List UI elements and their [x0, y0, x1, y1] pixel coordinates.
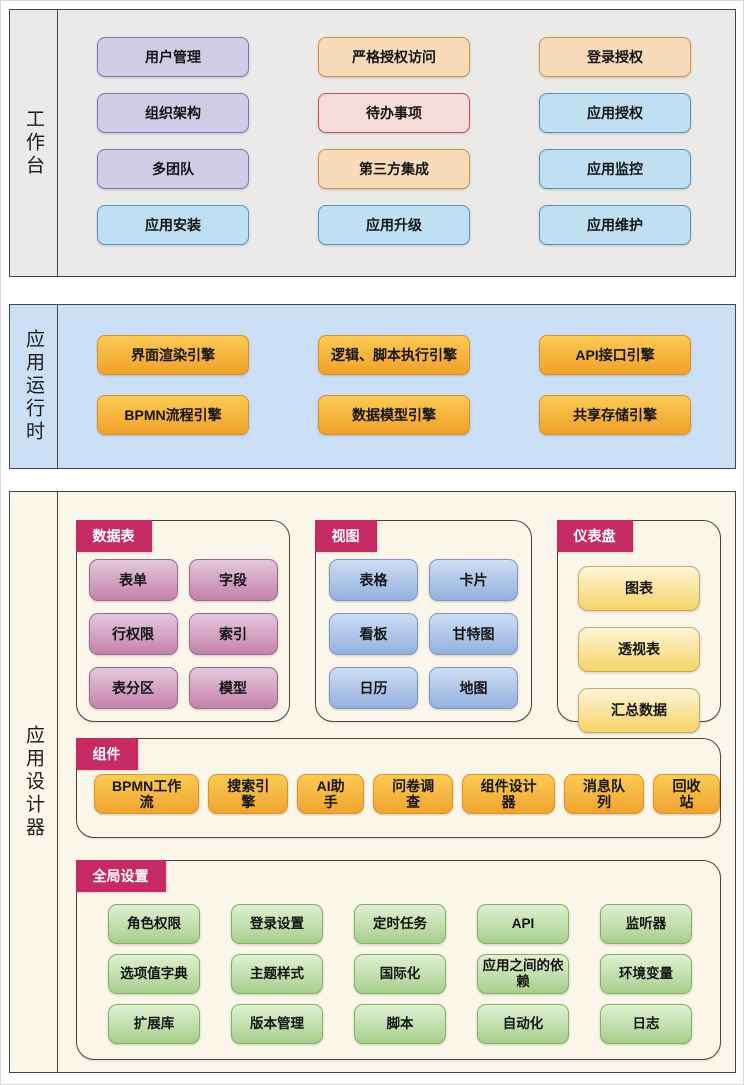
- global-setting-node[interactable]: 环境变量: [600, 954, 692, 994]
- view-grid: 表格 卡片 看板 甘特图 日历 地图: [316, 521, 531, 709]
- workbench-node[interactable]: 应用监控: [539, 149, 691, 189]
- view-node[interactable]: 表格: [329, 559, 418, 601]
- global-setting-node[interactable]: 脚本: [354, 1004, 446, 1044]
- workbench-node[interactable]: 严格授权访问: [318, 37, 470, 77]
- data-table-grid: 表单 字段 行权限 索引 表分区 模型: [77, 521, 289, 709]
- section-workbench: 工作台 用户管理 严格授权访问 登录授权 组织架构 待办事项 应用授权 多团队: [9, 9, 736, 277]
- runtime-node[interactable]: 数据模型引擎: [318, 395, 470, 435]
- view-node[interactable]: 日历: [329, 667, 418, 709]
- global-setting-node[interactable]: 应用之间的依赖: [477, 954, 569, 994]
- workbench-grid: 用户管理 严格授权访问 登录授权 组织架构 待办事项 应用授权 多团队 第三方集…: [58, 10, 735, 245]
- group-view: 视图 表格 卡片 看板 甘特图 日历 地图: [314, 519, 532, 722]
- global-setting-node[interactable]: 版本管理: [231, 1004, 323, 1044]
- view-node[interactable]: 看板: [329, 613, 418, 655]
- runtime-body: 界面渲染引擎 逻辑、脚本执行引擎 API接口引擎 BPMN流程引擎 数据模型引擎…: [58, 305, 735, 468]
- runtime-side-label: 应用运行时: [10, 305, 58, 468]
- dashboard-node[interactable]: 透视表: [578, 627, 700, 672]
- workbench-node[interactable]: 待办事项: [318, 93, 470, 133]
- data-table-node[interactable]: 表单: [88, 559, 178, 601]
- workbench-node[interactable]: 用户管理: [97, 37, 249, 77]
- global-setting-node[interactable]: 自动化: [477, 1004, 569, 1044]
- group-tab-global-settings: 全局设置: [75, 859, 166, 892]
- designer-side-label: 应用设计器: [10, 492, 58, 1072]
- group-component: 组件 BPMN工作流 搜索引擎 AI助手 问卷调查 组件设计器 消息队列: [75, 737, 721, 838]
- data-table-node[interactable]: 索引: [188, 613, 278, 655]
- data-table-node[interactable]: 字段: [188, 559, 278, 601]
- global-setting-node[interactable]: API: [477, 904, 569, 944]
- group-tab-component: 组件: [75, 737, 138, 770]
- designer-top-row: 数据表 表单 字段 行权限 索引 表分区 模型: [75, 519, 735, 733]
- group-tab-view: 视图: [314, 519, 377, 552]
- dashboard-node[interactable]: 汇总数据: [578, 688, 700, 733]
- dashboard-node[interactable]: 图表: [578, 566, 700, 611]
- group-tab-dashboard: 仪表盘: [556, 519, 633, 552]
- runtime-node[interactable]: 逻辑、脚本执行引擎: [318, 335, 470, 375]
- data-table-node[interactable]: 表分区: [88, 667, 178, 709]
- component-node[interactable]: 消息队列: [564, 774, 645, 814]
- group-tab-data-table: 数据表: [75, 519, 152, 552]
- view-node[interactable]: 卡片: [429, 559, 518, 601]
- workbench-node[interactable]: 应用授权: [539, 93, 691, 133]
- workbench-node[interactable]: 应用维护: [539, 205, 691, 245]
- runtime-grid: 界面渲染引擎 逻辑、脚本执行引擎 API接口引擎 BPMN流程引擎 数据模型引擎…: [58, 305, 735, 435]
- group-dashboard: 仪表盘 图表 透视表 汇总数据: [556, 519, 721, 733]
- workbench-node[interactable]: 登录授权: [539, 37, 691, 77]
- global-setting-node[interactable]: 主题样式: [231, 954, 323, 994]
- group-data-table: 数据表 表单 字段 行权限 索引 表分区 模型: [75, 519, 290, 722]
- workbench-body: 用户管理 严格授权访问 登录授权 组织架构 待办事项 应用授权 多团队 第三方集…: [58, 10, 735, 276]
- global-setting-node[interactable]: 定时任务: [354, 904, 446, 944]
- view-node[interactable]: 地图: [429, 667, 518, 709]
- global-setting-node[interactable]: 扩展库: [108, 1004, 200, 1044]
- component-node[interactable]: 组件设计器: [462, 774, 556, 814]
- global-setting-node[interactable]: 选项值字典: [108, 954, 200, 994]
- global-setting-node[interactable]: 登录设置: [231, 904, 323, 944]
- global-setting-node[interactable]: 日志: [600, 1004, 692, 1044]
- global-setting-node[interactable]: 监听器: [600, 904, 692, 944]
- workbench-side-label: 工作台: [10, 10, 58, 276]
- workbench-node[interactable]: 组织架构: [97, 93, 249, 133]
- component-node[interactable]: 搜索引擎: [208, 774, 289, 814]
- view-node[interactable]: 甘特图: [429, 613, 518, 655]
- global-setting-node[interactable]: 国际化: [354, 954, 446, 994]
- section-designer: 应用设计器 数据表 表单 字段 行权限 索引: [9, 491, 736, 1073]
- group-global-settings: 全局设置 角色权限 登录设置 定时任务 API 监听器 选项值字典: [75, 859, 721, 1060]
- global-setting-node[interactable]: 角色权限: [108, 904, 200, 944]
- workbench-node[interactable]: 多团队: [97, 149, 249, 189]
- workbench-node[interactable]: 应用升级: [318, 205, 470, 245]
- component-row: BPMN工作流 搜索引擎 AI助手 问卷调查 组件设计器 消息队列 回收站: [77, 739, 720, 814]
- workbench-node[interactable]: 第三方集成: [318, 149, 470, 189]
- runtime-node[interactable]: BPMN流程引擎: [97, 395, 249, 435]
- global-settings-grid: 角色权限 登录设置 定时任务 API 监听器 选项值字典 主题样式 国际化: [77, 861, 720, 1044]
- runtime-node[interactable]: 界面渲染引擎: [97, 335, 249, 375]
- dashboard-grid: 图表 透视表 汇总数据: [558, 521, 720, 733]
- section-runtime: 应用运行时 界面渲染引擎 逻辑、脚本执行引擎 API接口引擎 BPMN流程引擎 …: [9, 304, 736, 469]
- designer-body: 数据表 表单 字段 行权限 索引 表分区 模型: [58, 492, 735, 1072]
- runtime-node[interactable]: API接口引擎: [539, 335, 691, 375]
- runtime-node[interactable]: 共享存储引擎: [539, 395, 691, 435]
- component-node[interactable]: BPMN工作流: [94, 774, 200, 814]
- workbench-node[interactable]: 应用安装: [97, 205, 249, 245]
- component-node[interactable]: 问卷调查: [373, 774, 454, 814]
- component-node[interactable]: AI助手: [297, 774, 365, 814]
- data-table-node[interactable]: 模型: [188, 667, 278, 709]
- data-table-node[interactable]: 行权限: [88, 613, 178, 655]
- component-node[interactable]: 回收站: [653, 774, 720, 814]
